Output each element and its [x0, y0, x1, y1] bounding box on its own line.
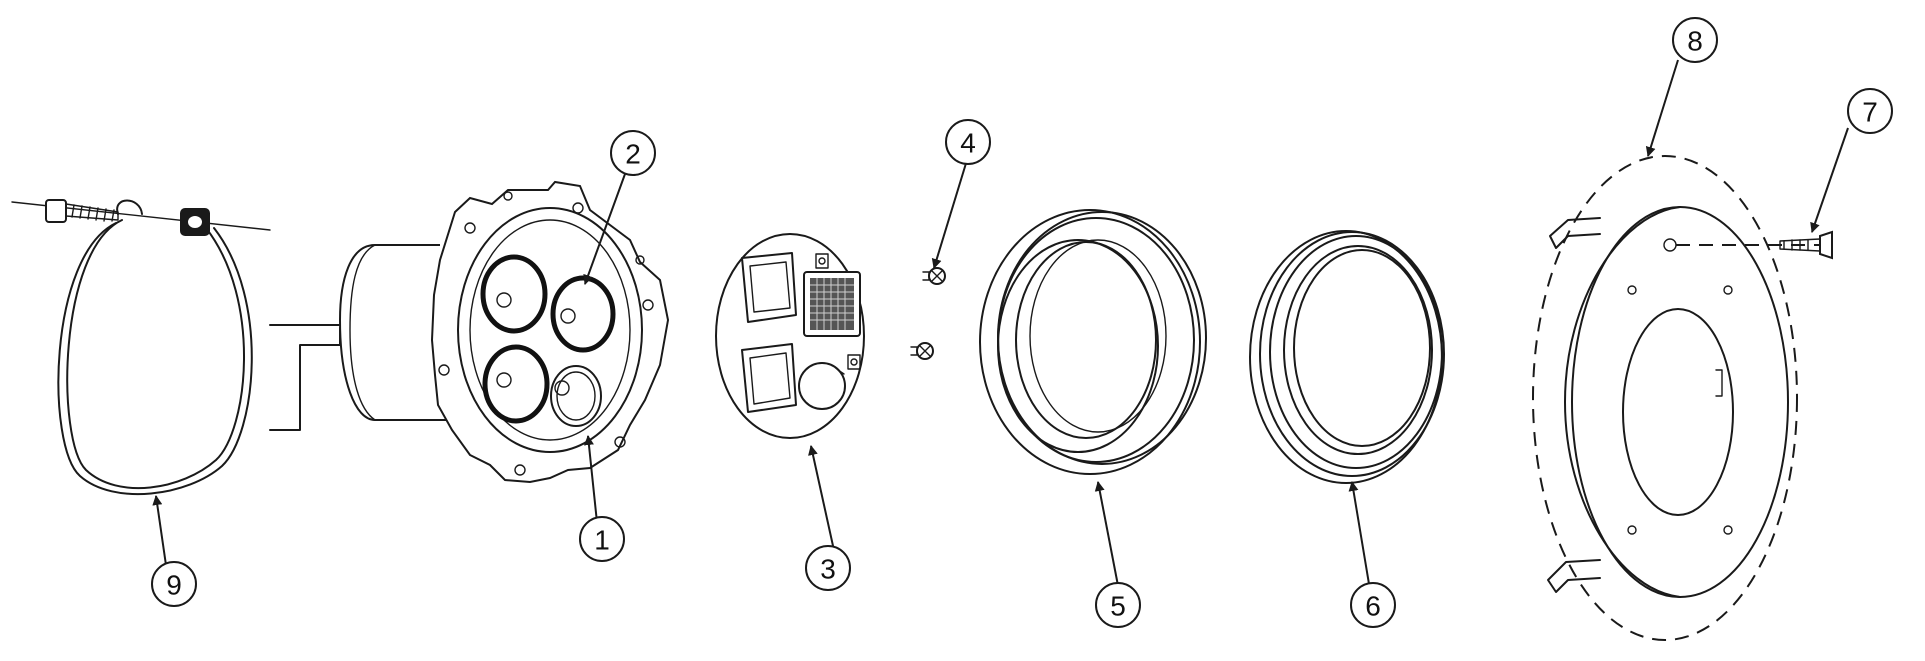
callout-5: 5: [1095, 582, 1141, 628]
callout-1-label: 1: [594, 525, 610, 556]
callout-6-label: 6: [1365, 591, 1381, 622]
callout-7-label: 7: [1862, 97, 1878, 128]
part-4-screws: [910, 267, 946, 360]
part-9-wire-ring: [11, 199, 271, 496]
callout-2-label: 2: [625, 139, 641, 170]
callout-1: 1: [579, 516, 625, 562]
callout-6: 6: [1350, 582, 1396, 628]
callout-3-label: 3: [820, 554, 836, 585]
part-9-screw: [45, 199, 119, 223]
callout-4-label: 4: [960, 128, 976, 159]
part-2-lamp-lower-left: [482, 344, 550, 424]
part-8-faceplate: [1532, 155, 1798, 641]
part-1-lamp-lower-right: [550, 365, 602, 427]
callout-8: 8: [1672, 17, 1718, 63]
callout-8-label: 8: [1687, 26, 1703, 57]
part-7-screw: [1676, 230, 1833, 260]
callout-4: 4: [945, 119, 991, 165]
part-5-lens-ring: [979, 209, 1207, 475]
callout-5-label: 5: [1110, 591, 1126, 622]
part-1-housing: [269, 180, 670, 484]
callout-2: 2: [610, 130, 656, 176]
callout-3: 3: [805, 545, 851, 591]
part-6-lens: [1249, 230, 1445, 484]
part-9-nut: [180, 208, 210, 236]
part-2-lamp-upper-right: [550, 275, 616, 353]
part-3-circuit-plate: [715, 233, 865, 439]
callout-9-label: 9: [166, 570, 182, 601]
part-2-lamp-upper-left: [480, 254, 548, 334]
callout-9: 9: [151, 561, 197, 607]
leader-lines: [152, 59, 1849, 597]
callout-7: 7: [1847, 88, 1893, 134]
